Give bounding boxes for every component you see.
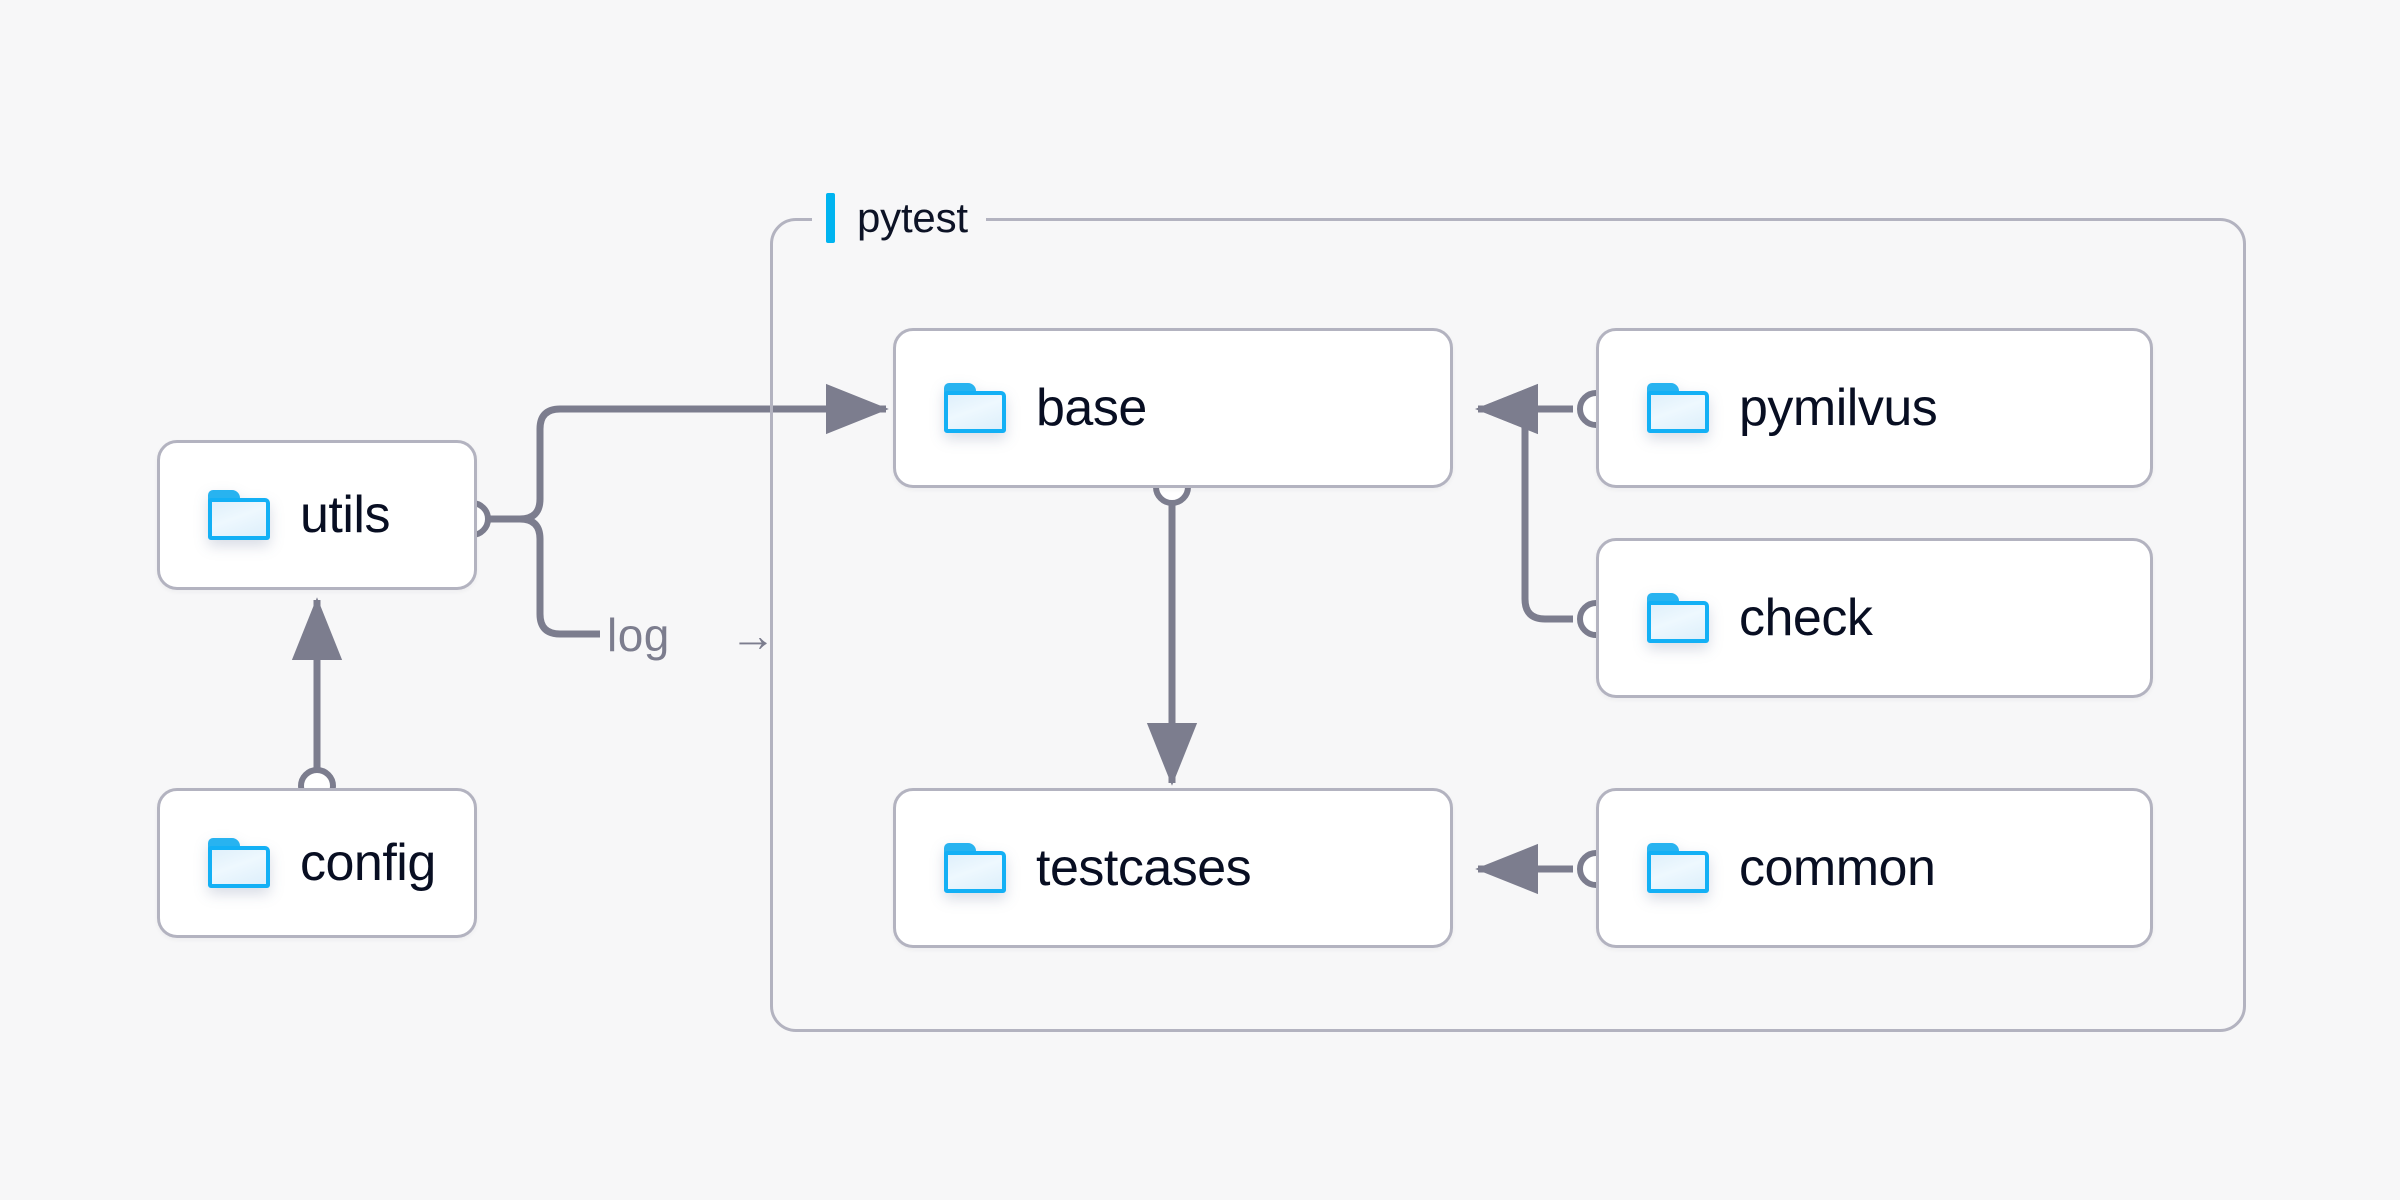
node-utils[interactable]: utils — [157, 440, 477, 590]
edge-utils-log — [490, 515, 600, 638]
folder-icon — [944, 843, 1006, 893]
folder-icon — [1647, 593, 1709, 643]
group-pytest-label: pytest — [812, 190, 986, 246]
node-base-label: base — [1036, 379, 1147, 437]
node-config-label: config — [300, 834, 436, 892]
node-pymilvus-label: pymilvus — [1739, 379, 1938, 437]
group-pytest — [770, 218, 2246, 1032]
edge-label-log: log — [607, 609, 670, 661]
group-title-text: pytest — [857, 194, 968, 241]
node-check-label: check — [1739, 589, 1873, 647]
node-base[interactable]: base — [893, 328, 1453, 488]
folder-icon — [944, 383, 1006, 433]
folder-icon — [208, 838, 270, 888]
accent-bar-icon — [826, 193, 835, 243]
node-common-label: common — [1739, 839, 1936, 897]
node-config[interactable]: config — [157, 788, 477, 938]
folder-icon — [1647, 843, 1709, 893]
node-testcases[interactable]: testcases — [893, 788, 1453, 948]
node-check[interactable]: check — [1596, 538, 2153, 698]
node-pymilvus[interactable]: pymilvus — [1596, 328, 2153, 488]
node-testcases-label: testcases — [1036, 839, 1252, 897]
node-common[interactable]: common — [1596, 788, 2153, 948]
folder-icon — [1647, 383, 1709, 433]
folder-icon — [208, 490, 270, 540]
node-utils-label: utils — [300, 486, 390, 544]
